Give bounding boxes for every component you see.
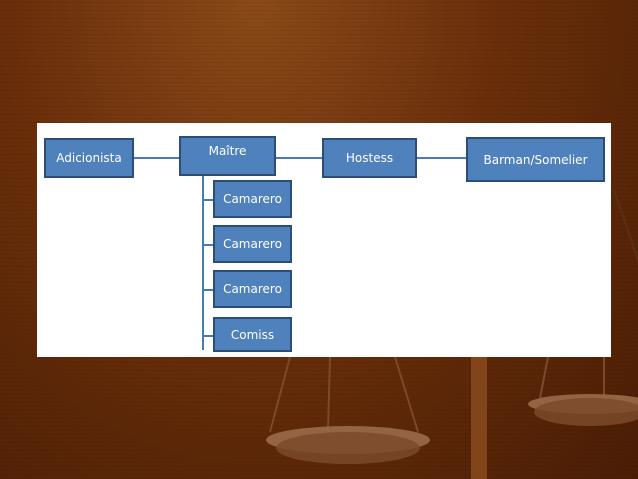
node-maitre: Maître: [179, 136, 276, 176]
connector-adicionista-maitre: [133, 157, 179, 159]
connector-branch-3: [202, 289, 214, 291]
connector-maitre-hostess: [275, 157, 323, 159]
org-chart-panel: Adicionista Maître Hostess Barman/Someli…: [37, 123, 611, 357]
node-barman-somelier: Barman/Somelier: [466, 137, 605, 182]
node-hostess: Hostess: [322, 138, 417, 178]
node-camarero-1: Camarero: [213, 180, 292, 218]
connector-branch-2: [202, 244, 214, 246]
node-adicionista: Adicionista: [44, 138, 134, 178]
connector-branch-1: [202, 199, 214, 201]
connector-hostess-barman: [416, 157, 466, 159]
connector-maitre-vertical: [202, 176, 204, 350]
node-camarero-3: Camarero: [213, 270, 292, 308]
node-camarero-2: Camarero: [213, 225, 292, 263]
connector-branch-4: [202, 335, 214, 337]
node-comiss: Comiss: [213, 317, 292, 352]
